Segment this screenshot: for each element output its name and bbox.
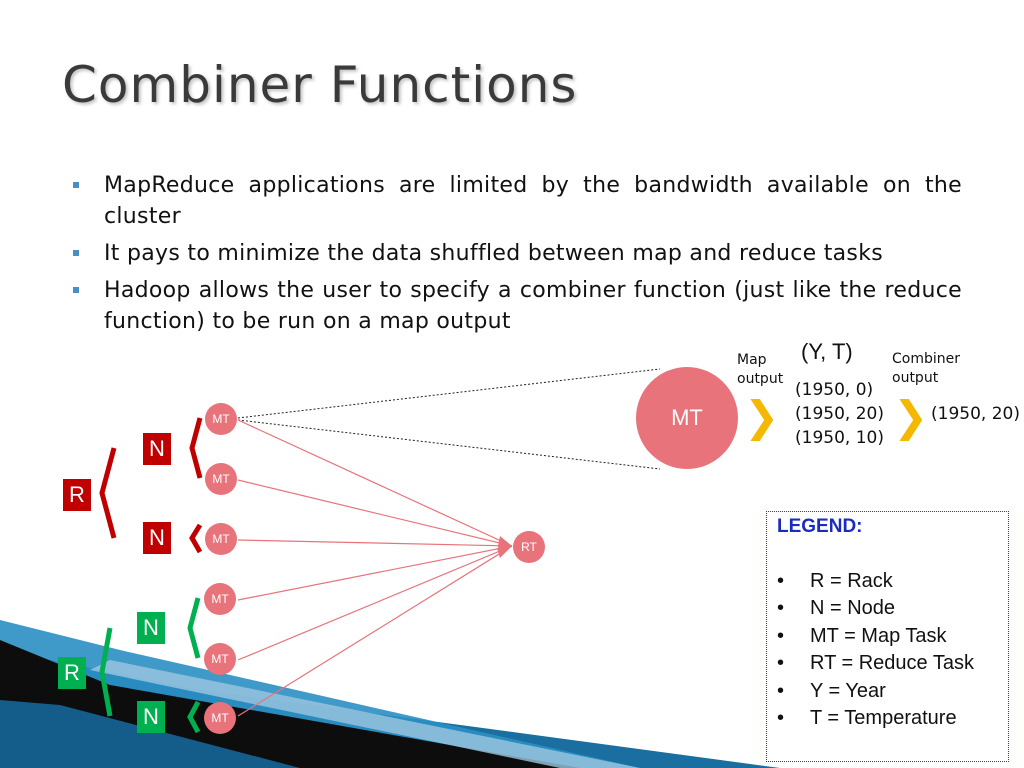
bullet-list: MapReduce applications are limited by th… (70, 170, 962, 343)
legend-item-text: Y = Year (810, 679, 886, 702)
legend-box: LEGEND: •R = Rack •N = Node •MT = Map Ta… (766, 511, 1009, 762)
legend-item-text: N = Node (810, 597, 896, 620)
shuffle-line (237, 479, 513, 547)
combiner-output-label: Combiner output (892, 350, 960, 388)
legend-item: •T = Temperature (777, 707, 957, 730)
node-brace-red-1 (189, 417, 203, 479)
bullet-text: It pays to minimize the data shuffled be… (104, 241, 883, 266)
legend-item-text: T = Temperature (810, 707, 957, 730)
node-brace-red-2 (189, 523, 203, 554)
legend-list: •R = Rack •N = Node •MT = Map Task •RT =… (777, 568, 974, 732)
key-value-label: (Y, T) (801, 339, 853, 364)
chevron-right-icon: ❯ (744, 392, 780, 441)
big-node-label: MT (671, 405, 703, 430)
bullet-item: MapReduce applications are limited by th… (70, 170, 962, 232)
combiner-output-label-line: Combiner (892, 351, 960, 367)
rack-brace-red (99, 447, 117, 539)
combiner-output-clip: (1950, 20) (931, 402, 1024, 428)
shuffle-line (237, 539, 513, 547)
map-task-node: MT (204, 702, 236, 734)
combiner-output-label-line: output (892, 370, 939, 386)
node-box-green-2: N (137, 701, 165, 733)
node-box-red-1: N (143, 433, 171, 465)
bullet-text: MapReduce applications are limited by th… (104, 173, 962, 229)
zoom-line-top (237, 368, 661, 419)
rack-box-red: R (63, 479, 91, 511)
legend-title: LEGEND: (777, 516, 863, 537)
bullet-item: It pays to minimize the data shuffled be… (70, 238, 962, 269)
page-title: Combiner Functions (62, 56, 578, 114)
shuffle-line (237, 545, 513, 661)
map-task-node: MT (205, 403, 237, 435)
map-output-label-line: output (737, 371, 784, 387)
legend-item-text: MT = Map Task (810, 624, 947, 647)
map-output-value: (1950, 0) (795, 380, 874, 400)
map-task-node: MT (204, 583, 236, 615)
node-brace-green-2 (187, 700, 201, 734)
map-output-label-line: Map (737, 352, 767, 368)
shuffle-line (237, 545, 513, 717)
node-box-green-1: N (137, 612, 165, 644)
node-brace-green-1 (187, 597, 201, 659)
map-output-label: Map output (737, 351, 783, 389)
bullet-marker (73, 250, 79, 256)
map-task-node: MT (205, 463, 237, 495)
chevron-right-icon: ❯ (893, 392, 929, 441)
legend-item: •RT = Reduce Task (777, 652, 974, 675)
bullet-item: Hadoop allows the user to specify a comb… (70, 275, 962, 337)
bullet-marker (73, 182, 79, 188)
shuffle-line (237, 545, 513, 601)
reduce-task-node: RT (513, 531, 545, 563)
map-output-value: (1950, 10) (795, 428, 884, 448)
map-output-value: (1950, 20) (795, 404, 884, 424)
big-map-task-node: MT (636, 367, 738, 469)
legend-item: •R = Rack (777, 570, 893, 592)
rack-box-green: R (58, 657, 86, 689)
shuffle-line (237, 419, 513, 547)
zoom-line-bottom (237, 419, 661, 470)
arrowhead (497, 546, 512, 558)
legend-item: •MT = Map Task (777, 624, 947, 647)
map-task-node: MT (204, 643, 236, 675)
bullet-text: Hadoop allows the user to specify a comb… (104, 278, 962, 334)
rack-brace-green (99, 627, 113, 717)
bullet-marker (73, 287, 79, 293)
map-task-node: MT (205, 523, 237, 555)
combiner-output-value: (1950, 20) (931, 404, 1020, 424)
map-output-values: (1950, 0) (1950, 20) (1950, 10) (795, 378, 884, 450)
legend-item-text: R = Rack (810, 570, 893, 592)
legend-item-text: RT = Reduce Task (810, 652, 974, 675)
node-box-red-2: N (143, 522, 171, 554)
legend-item: •Y = Year (777, 679, 886, 702)
legend-item: •N = Node (777, 597, 896, 620)
